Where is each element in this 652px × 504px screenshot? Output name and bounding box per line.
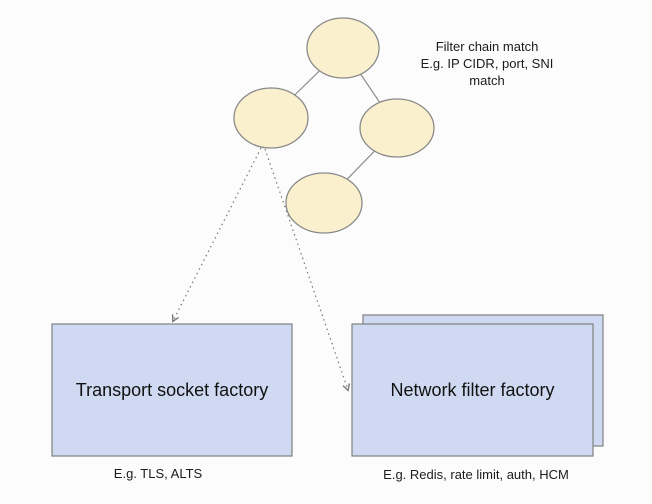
transport-socket-factory-box xyxy=(51,323,293,457)
network-filter-factory-box xyxy=(351,323,594,457)
transport-socket-factory-label: Transport socket factory xyxy=(75,379,269,400)
transport-socket-caption: E.g. TLS, ALTS xyxy=(113,466,203,481)
dotted-arrow-to-transport-socket-factory xyxy=(171,147,262,323)
match-node-right xyxy=(359,98,435,158)
filter-chain-match-note: Filter chain match E.g. IP CIDR, port, S… xyxy=(420,39,554,88)
network-filter-factory-label: Network filter factory xyxy=(390,379,555,400)
network-filter-caption: E.g. Redis, rate limit, auth, HCM xyxy=(383,467,569,482)
match-node-left xyxy=(233,87,309,149)
match-node-root xyxy=(306,17,380,79)
match-node-bottom xyxy=(285,172,363,234)
filter-chain-match-tree xyxy=(233,17,435,234)
